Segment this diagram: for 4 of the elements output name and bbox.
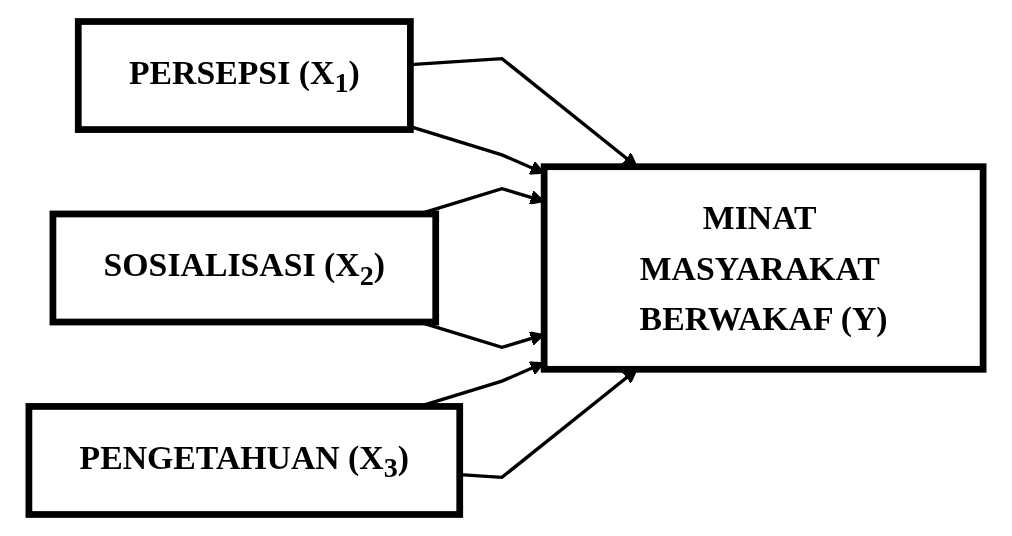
node-box: PERSEPSI (X$_{1}$) — [74, 18, 414, 133]
node-box: SOSIALISASI (X$_{2}$) — [49, 210, 440, 326]
node-box: PENGETAHUAN (X$_{3}$) — [25, 403, 464, 518]
node-box: MINAT MASYARAKAT BERWAKAF (Y) — [540, 163, 987, 373]
